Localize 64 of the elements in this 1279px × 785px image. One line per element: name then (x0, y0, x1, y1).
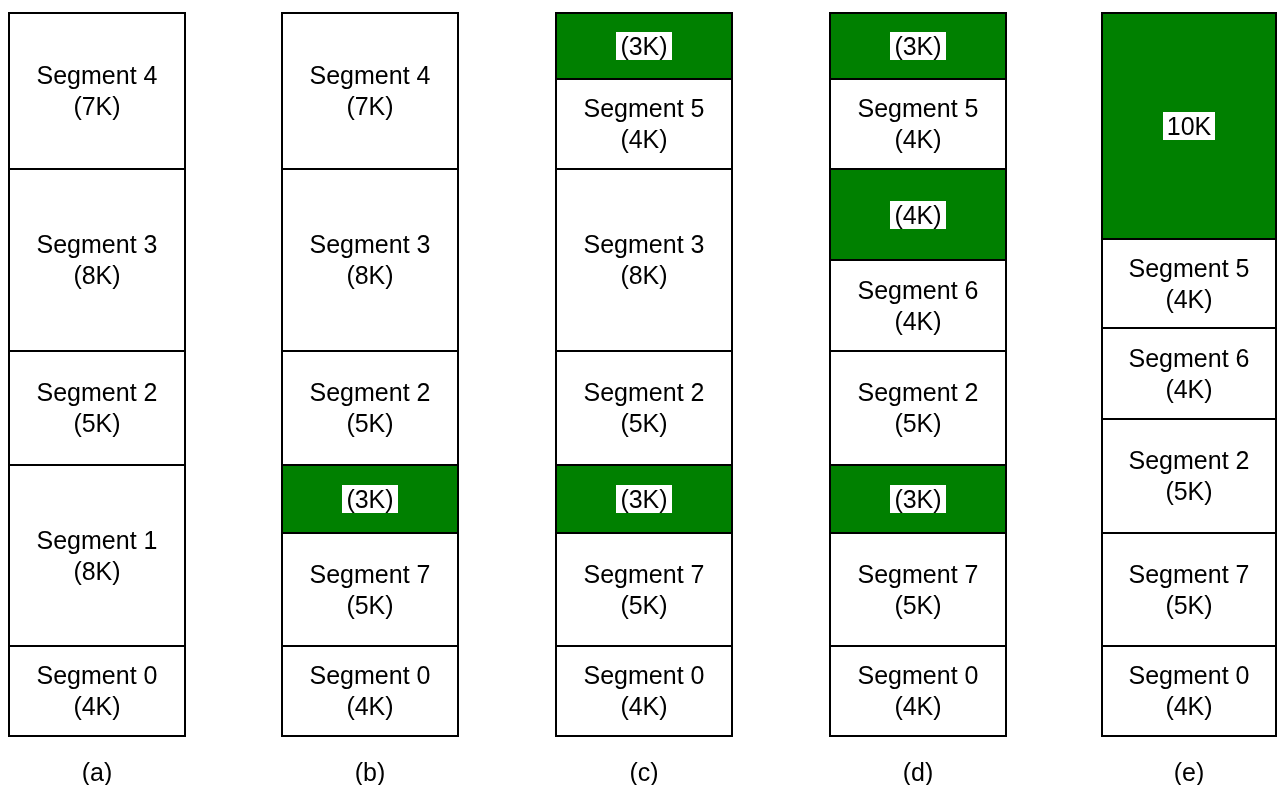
segment-label: Segment 3 (8K) (308, 229, 432, 291)
memory-segment-box (281, 168, 459, 352)
memory-segment-box (1101, 645, 1277, 737)
memory-segment-box (8, 12, 186, 170)
segment-label: Segment 6 (4K) (856, 274, 980, 337)
memory-segment-box (8, 464, 186, 647)
segment-label: Segment 7 (5K) (308, 558, 432, 621)
memory-segment-box (281, 12, 459, 170)
memory-segment-box (555, 532, 733, 647)
segment-label: Segment 0 (4K) (582, 660, 706, 722)
memory-segment-box (1101, 238, 1277, 329)
segment-label: Segment 6 (4K) (1127, 342, 1251, 405)
segment-label: Segment 5 (4K) (1127, 252, 1251, 315)
free-memory-block (829, 168, 1007, 261)
segment-label: Segment 3 (8K) (35, 229, 159, 291)
free-memory-block (829, 12, 1007, 80)
segment-label: Segment 2 (5K) (35, 377, 159, 439)
segment-label: Segment 5 (4K) (582, 93, 706, 155)
segment-label: Segment 4 (7K) (35, 60, 159, 122)
free-memory-block (1101, 12, 1277, 240)
segment-label: Segment 0 (4K) (1127, 660, 1251, 722)
memory-segment-box (8, 645, 186, 737)
segment-label: (4K) (890, 200, 946, 229)
segment-label: Segment 2 (5K) (1127, 445, 1251, 507)
segment-label: Segment 7 (5K) (856, 558, 980, 621)
segment-label: Segment 7 (5K) (582, 558, 706, 621)
segment-label: Segment 7 (5K) (1127, 558, 1251, 621)
segment-label: (3K) (616, 32, 672, 60)
memory-segment-box (829, 350, 1007, 466)
memory-segment-box (1101, 418, 1277, 534)
memory-segment-box (555, 350, 733, 466)
memory-segment-box (281, 532, 459, 647)
memory-segment-box (8, 350, 186, 466)
free-memory-block (555, 464, 733, 534)
segment-label: Segment 4 (7K) (308, 60, 432, 122)
memory-segment-box (555, 645, 733, 737)
segment-label: Segment 2 (5K) (856, 377, 980, 439)
segment-label: Segment 3 (8K) (582, 229, 706, 291)
memory-segment-box (8, 168, 186, 352)
free-memory-block (281, 464, 459, 534)
segment-label: 10K (1162, 112, 1216, 140)
segment-label: (3K) (890, 485, 946, 513)
free-memory-block (555, 12, 733, 80)
segment-label: Segment 2 (5K) (308, 377, 432, 439)
memory-segment-box (1101, 532, 1277, 647)
memory-segment-box (555, 78, 733, 170)
memory-segment-box (281, 350, 459, 466)
segment-label: Segment 0 (4K) (308, 660, 432, 722)
segment-label: (3K) (890, 32, 946, 60)
free-memory-block (829, 464, 1007, 534)
segment-label: (3K) (616, 485, 672, 513)
memory-segment-box (829, 78, 1007, 170)
segment-label: Segment 0 (4K) (856, 660, 980, 722)
memory-segment-box (555, 168, 733, 352)
segment-label: Segment 1 (8K) (35, 524, 159, 587)
segment-label: Segment 0 (4K) (35, 660, 159, 722)
segment-label: (3K) (342, 485, 398, 513)
memory-segment-box (829, 645, 1007, 737)
memory-segment-box (281, 645, 459, 737)
segment-label: Segment 5 (4K) (856, 93, 980, 155)
memory-segment-box (829, 532, 1007, 647)
memory-segment-box (1101, 327, 1277, 420)
segment-label: Segment 2 (5K) (582, 377, 706, 439)
memory-segment-box (829, 259, 1007, 352)
